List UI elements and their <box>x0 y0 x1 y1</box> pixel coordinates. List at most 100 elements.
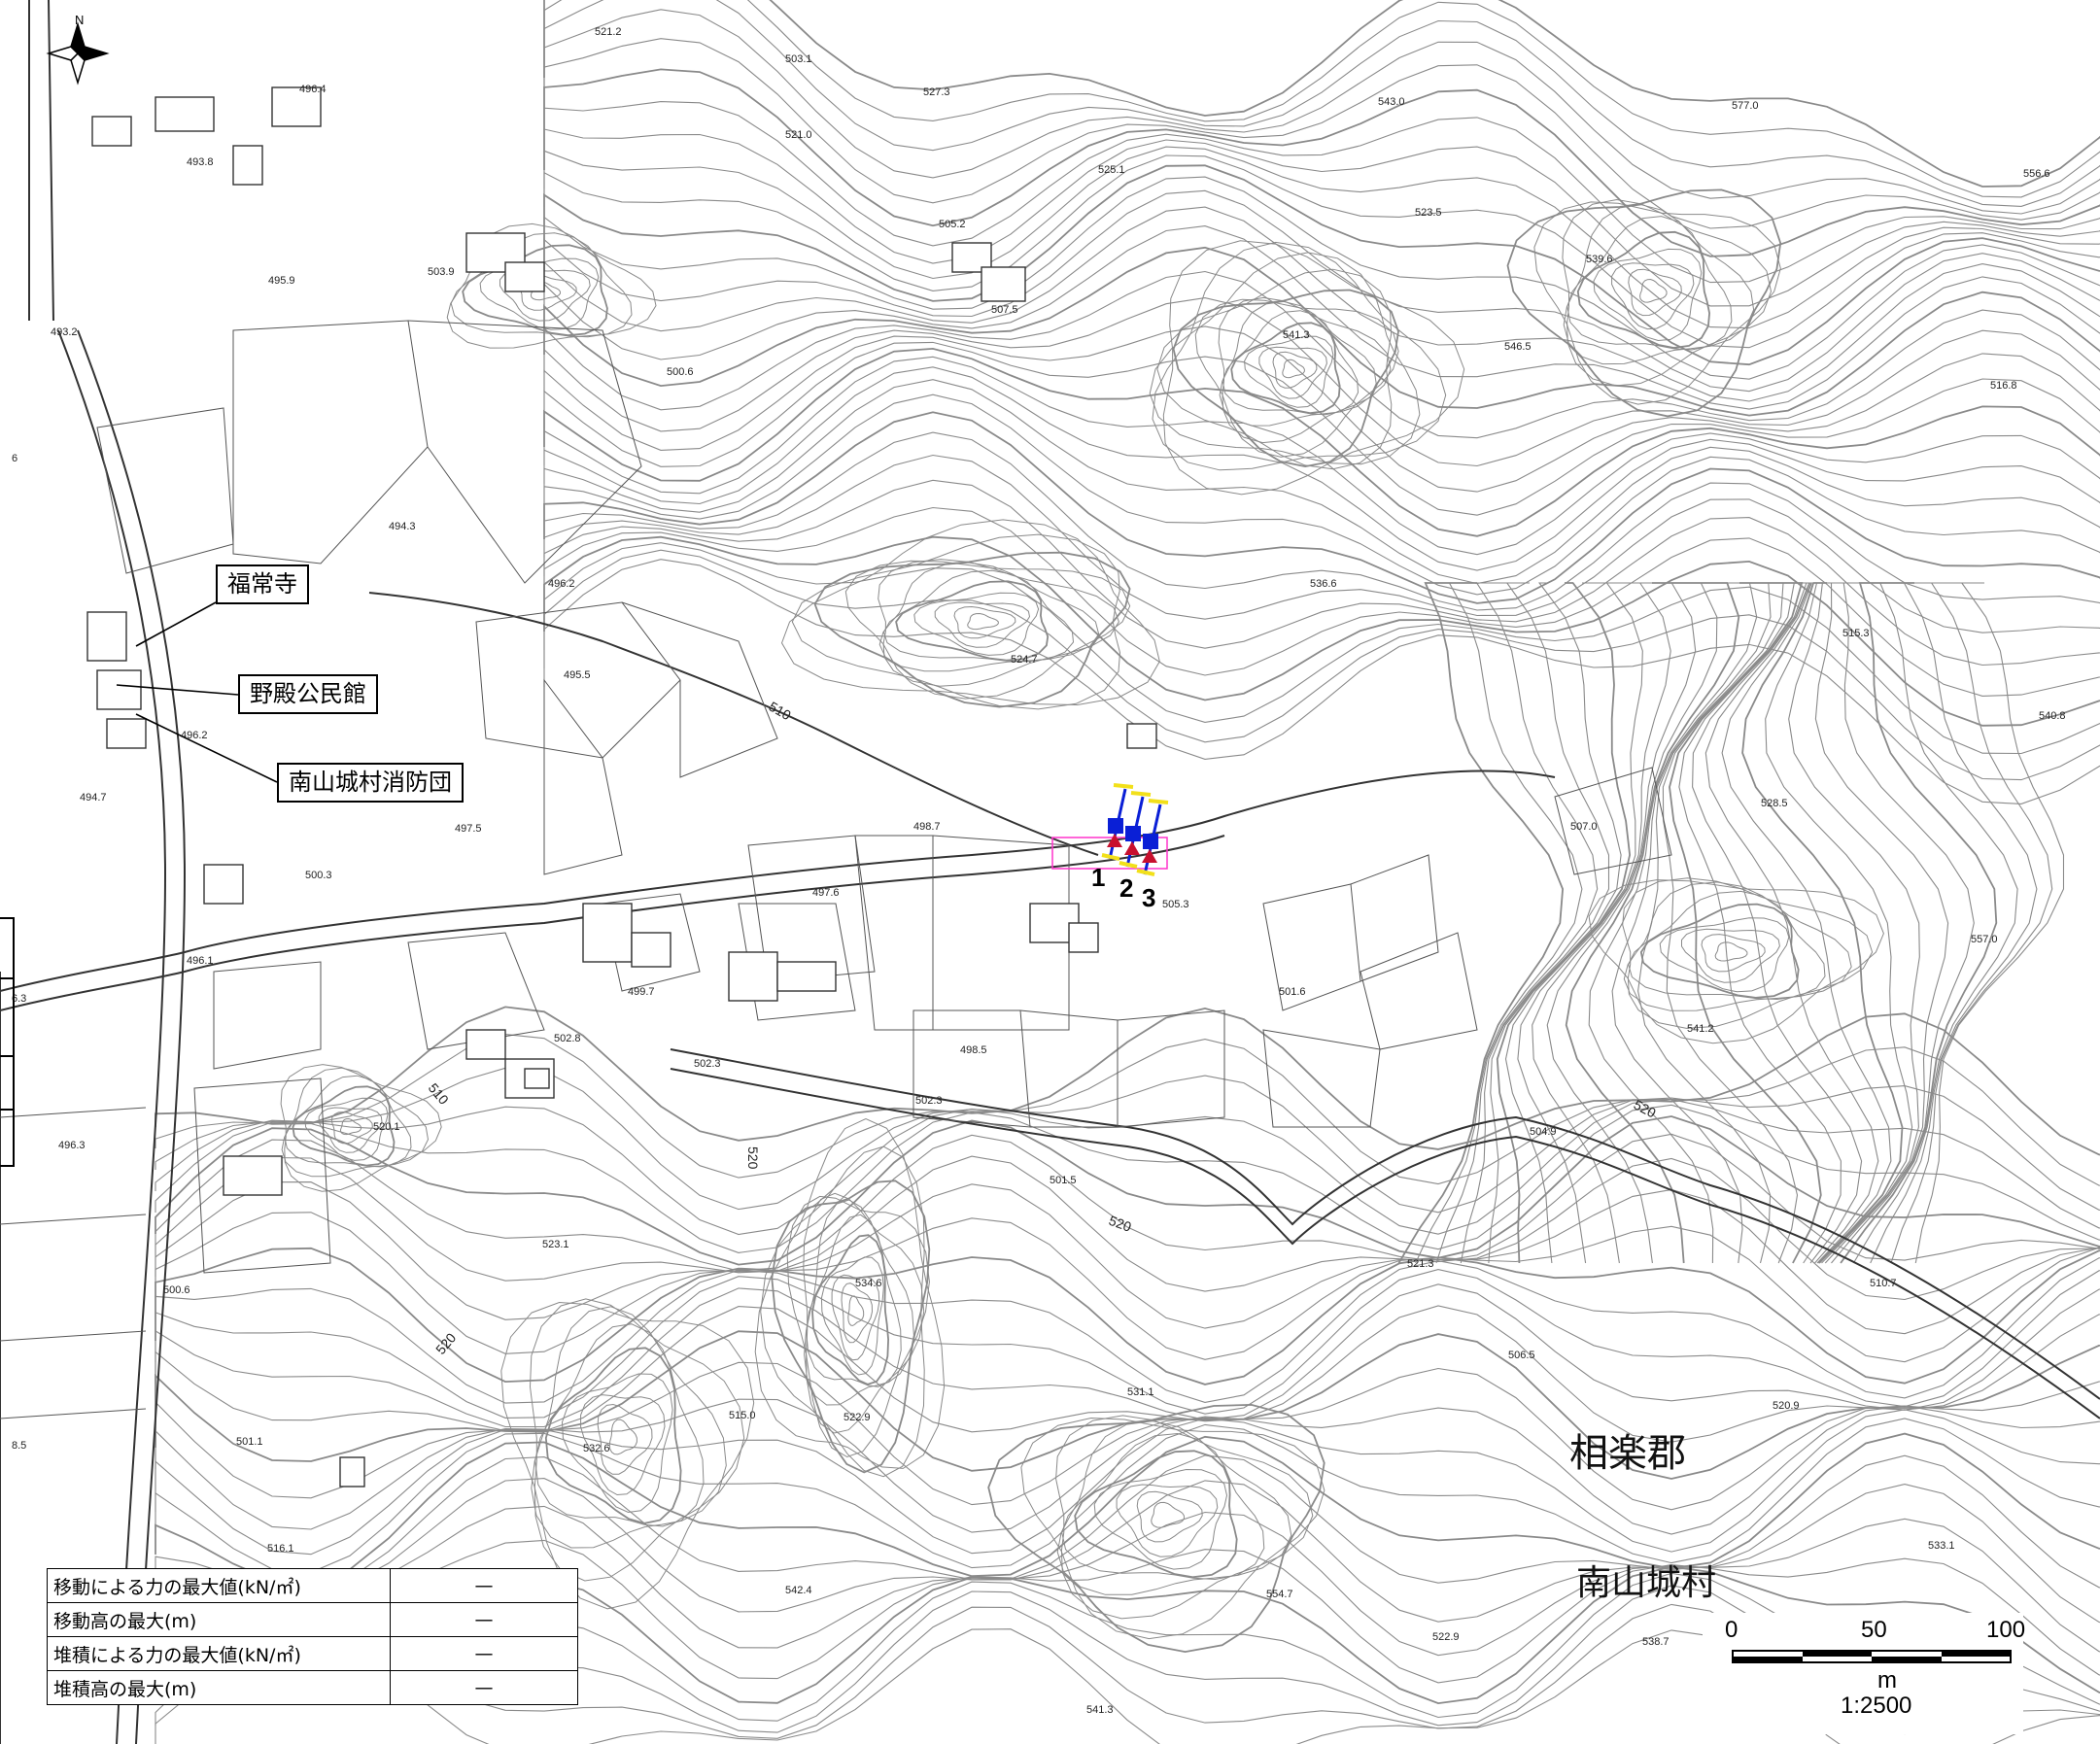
contour-line <box>339 1117 361 1136</box>
contour-line <box>292 1085 396 1167</box>
contour-line <box>155 1398 2100 1535</box>
spot-elevation: 499.7 <box>628 986 655 998</box>
spot-elevation: 541.3 <box>1086 1704 1114 1716</box>
contour-line <box>754 1117 946 1469</box>
contour-line <box>543 0 2100 198</box>
north-arrow: N <box>39 13 117 96</box>
contour-line <box>1814 582 1949 1264</box>
scale-tick-label: 100 <box>1986 1617 2026 1643</box>
contour-line <box>1681 928 1780 983</box>
spot-elevation: 507.0 <box>1570 821 1598 833</box>
contour-line <box>284 1075 412 1168</box>
village-label: 南山城村 <box>1576 1563 1717 1603</box>
spot-elevation: 500.6 <box>667 366 694 378</box>
contour-line <box>1588 879 1884 1044</box>
contour-line <box>543 225 2100 410</box>
spot-elevation: 497.6 <box>812 887 840 899</box>
contour-line <box>543 454 2100 633</box>
spot-elevation: 524.7 <box>1011 654 1038 666</box>
site-line <box>1136 869 1155 876</box>
contour-line <box>987 1403 1325 1654</box>
contour-line <box>155 1181 2100 1335</box>
spot-elevation: 6 <box>12 453 17 464</box>
contour-line <box>831 1274 880 1361</box>
hazard-site[interactable] <box>1051 783 1169 876</box>
contour-line <box>155 1454 2100 1591</box>
spot-elevation: 501.6 <box>1279 986 1306 998</box>
spot-elevation: 507.5 <box>991 304 1018 316</box>
site-marker-triangle <box>1107 834 1122 847</box>
callout-temple[interactable]: 福常寺 <box>216 564 309 604</box>
spot-elevation: 520.9 <box>1773 1400 1800 1412</box>
spot-elevation: 505.2 <box>939 219 966 230</box>
contour-line <box>543 393 2100 596</box>
contour-line <box>543 246 2100 417</box>
contour-line <box>967 612 999 631</box>
contour-line <box>1628 268 1682 317</box>
contour-line <box>878 562 1100 672</box>
contour-line <box>1721 582 1892 1264</box>
spot-elevation: 506.5 <box>1508 1350 1535 1361</box>
spot-elevation: 521.2 <box>595 26 622 38</box>
contour-line <box>882 569 1075 663</box>
contour-line <box>1056 1420 1292 1595</box>
contour-line <box>155 1432 2100 1586</box>
spot-elevation: 556.6 <box>2023 168 2050 180</box>
table-row: 移動高の最大(m) — <box>47 1602 578 1637</box>
contour-line <box>1566 216 1733 351</box>
contour-line <box>543 347 2100 537</box>
contour-line <box>1662 582 1799 1264</box>
contour-line <box>155 1257 2100 1404</box>
contour-line <box>1244 335 1334 408</box>
contour-line <box>780 519 1160 706</box>
contour-line <box>1218 296 1392 444</box>
contour-line <box>155 1115 2100 1266</box>
contour-line <box>895 580 1050 662</box>
spot-elevation: 496.3 <box>58 1140 86 1151</box>
callout-community-hall[interactable]: 野殿公民館 <box>238 674 378 714</box>
contour-line <box>1562 198 1773 387</box>
contour-line <box>543 146 2100 329</box>
contour-line <box>1659 917 1790 993</box>
spot-elevation: 502.3 <box>915 1095 943 1107</box>
contour-line <box>155 1155 2100 1301</box>
spot-elevation: 501.1 <box>236 1436 263 1448</box>
spot-elevation: 500.6 <box>163 1284 190 1296</box>
callout-fire-brigade[interactable]: 南山城村消防団 <box>277 763 464 803</box>
contour-line <box>1533 201 1781 405</box>
contour-line <box>543 549 2100 781</box>
contour-line <box>1588 582 1758 1264</box>
contour-line <box>934 601 1031 648</box>
contour-line <box>1576 230 1711 349</box>
site-outline[interactable] <box>1051 837 1168 870</box>
contour-label: 520 <box>745 1146 761 1170</box>
spot-elevation: 542.4 <box>785 1585 812 1596</box>
contour-label: 510 <box>426 1080 452 1108</box>
contour-line <box>1230 322 1341 415</box>
contour-line <box>820 1256 884 1376</box>
contour-line <box>1831 582 1975 1264</box>
scale-unit: m <box>1877 1667 1897 1693</box>
site-line <box>1130 791 1152 797</box>
contour-line <box>1504 582 1643 1264</box>
scale-ratio: 1:2500 <box>1841 1693 1912 1719</box>
contour-line <box>1565 582 1740 1264</box>
row-label: 移動高の最大(m) <box>47 1602 391 1637</box>
spot-elevation: 527.3 <box>923 86 950 98</box>
site-number-1: 1 <box>1091 863 1106 892</box>
spot-elevation: 503.9 <box>428 266 455 278</box>
contour-line <box>1488 582 1622 1264</box>
spot-elevation: 502.8 <box>554 1033 581 1044</box>
scale-tick-label: 0 <box>1725 1617 1739 1643</box>
contour-line <box>318 1107 383 1153</box>
spot-elevation: 8.5 <box>12 1440 26 1452</box>
contour-line <box>878 559 1119 687</box>
spot-elevation: 539.6 <box>1586 254 1613 265</box>
contour-line <box>806 1214 902 1387</box>
contour-line <box>500 1301 755 1610</box>
spot-elevation: 516.1 <box>267 1543 294 1555</box>
contour-line <box>1496 582 1632 1264</box>
